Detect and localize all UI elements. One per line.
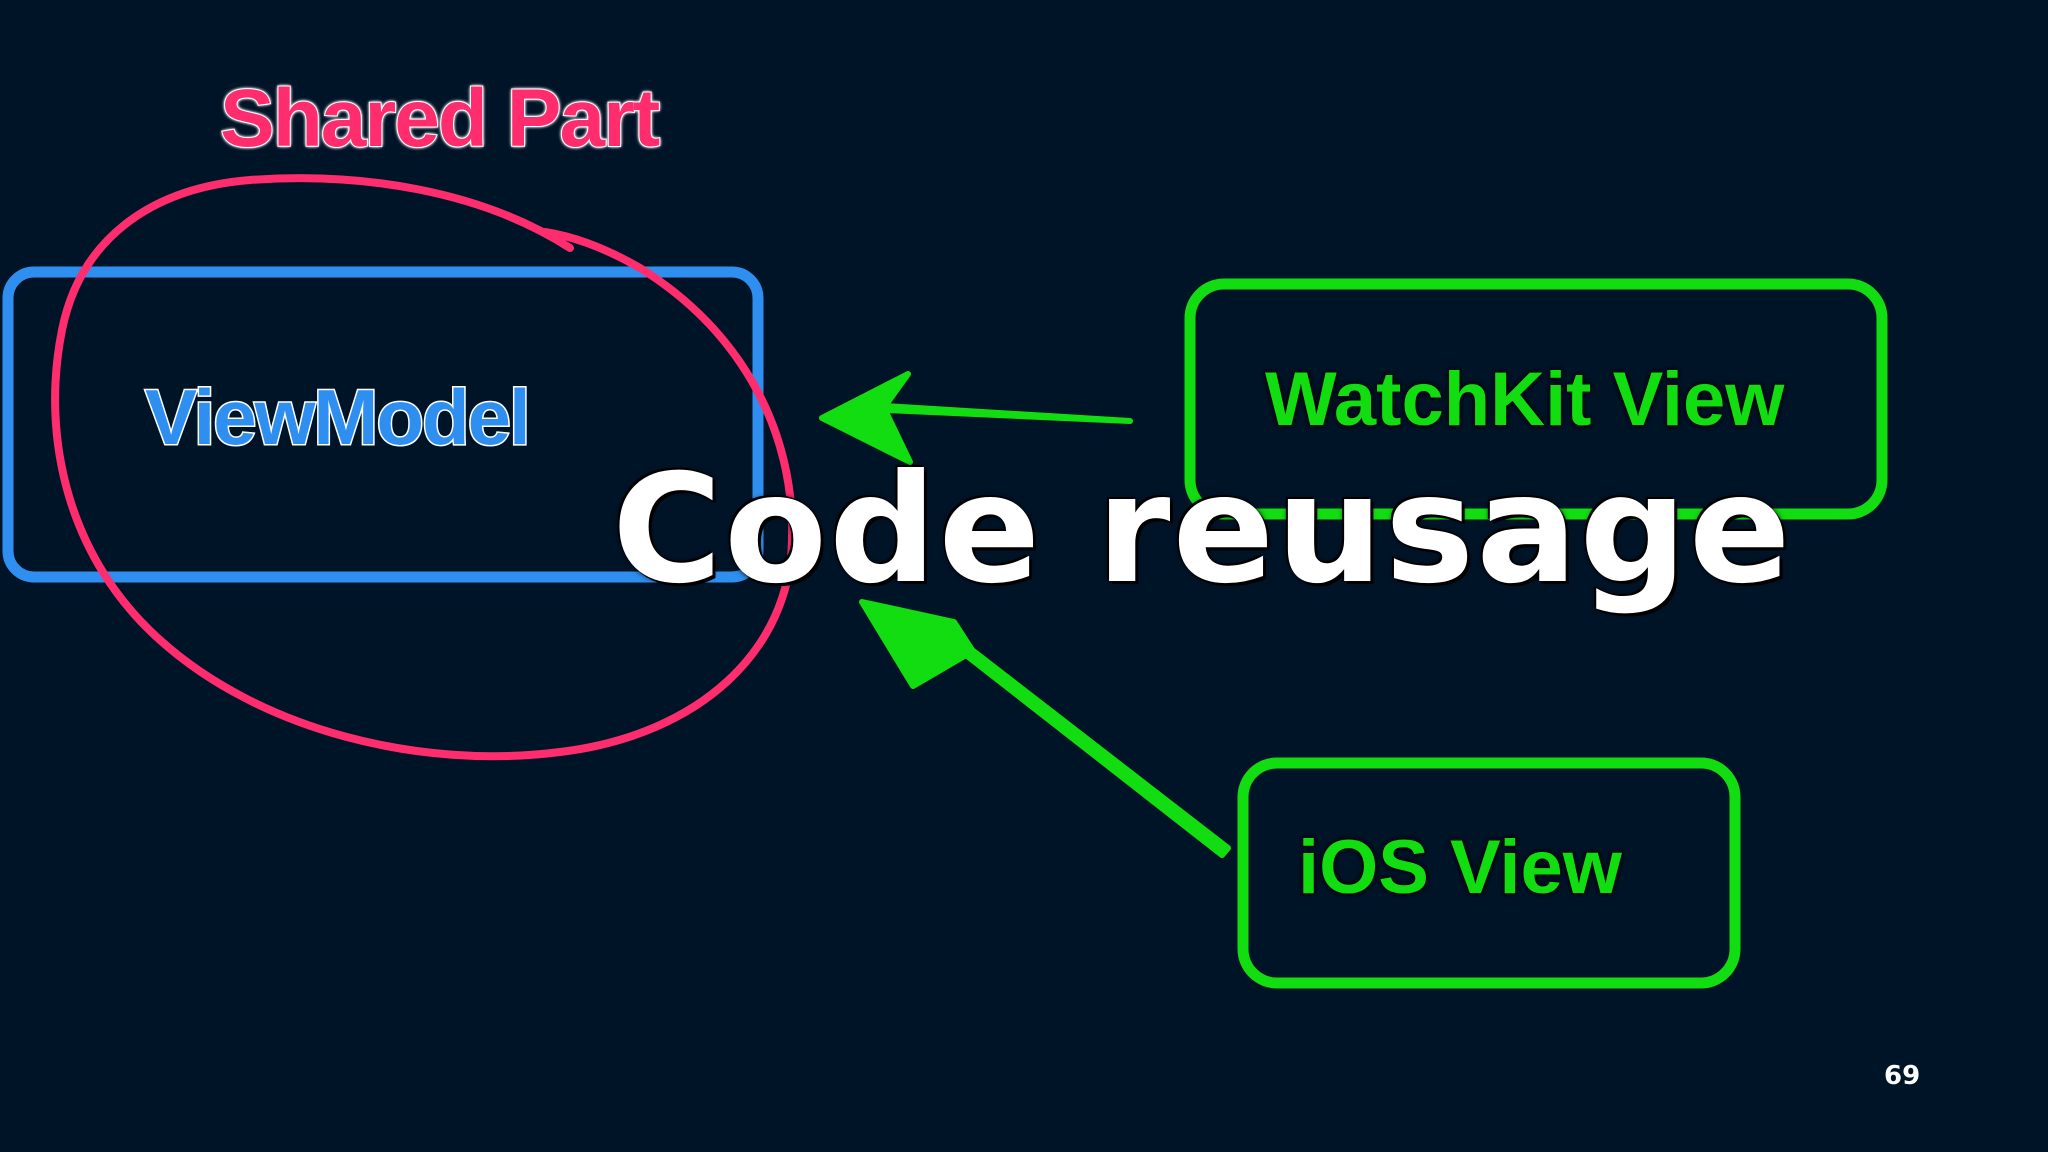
slide-title: Code reusage <box>612 443 1793 617</box>
ios-view-box <box>1237 757 1741 989</box>
shared-part-circle <box>51 174 797 761</box>
watchkit-view-label: WatchKit View <box>1265 357 1785 442</box>
viewmodel-label: ViewModel <box>144 373 533 461</box>
ios-arrow <box>859 599 1231 858</box>
shared-part-label: Shared Part <box>219 73 661 164</box>
watchkit-view-box <box>1184 278 1888 520</box>
watchkit-arrow <box>819 371 1133 465</box>
ios-view-label: iOS View <box>1298 825 1622 910</box>
page-number: 69 <box>1884 1061 1921 1091</box>
viewmodel-box <box>2 266 764 583</box>
